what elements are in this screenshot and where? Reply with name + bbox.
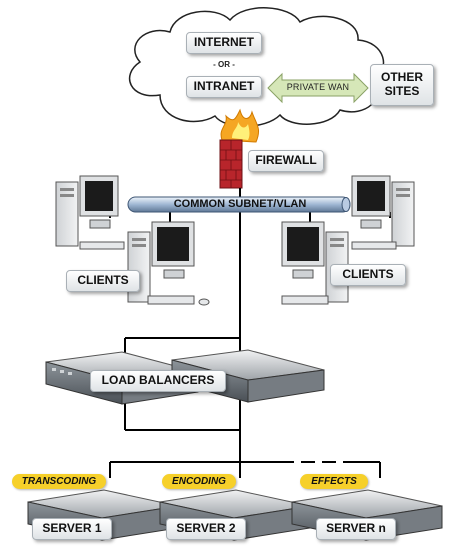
client-pc-left-rear xyxy=(55,175,140,252)
private-wan-arrow xyxy=(267,72,369,104)
server-1-label: SERVER 1 xyxy=(32,518,112,540)
private-wan-label: PRIVATE WAN xyxy=(286,82,350,92)
role-tag-effects: EFFECTS xyxy=(300,474,368,489)
other-sites-line-1: OTHER xyxy=(381,70,423,85)
clients-label-right: CLIENTS xyxy=(330,264,406,286)
other-sites-line-2: SITES xyxy=(384,84,420,98)
other-sites-label: OTHER SITES xyxy=(370,64,434,106)
server-n-label: SERVER n xyxy=(316,518,396,540)
cloud-shape xyxy=(129,7,385,128)
client-pc-right-rear xyxy=(351,175,415,250)
firewall-icon xyxy=(219,108,259,189)
load-balancers-label: LOAD BALANCERS xyxy=(90,370,226,392)
firewall-label: FIREWALL xyxy=(248,150,324,172)
role-tag-encoding: ENCODING xyxy=(162,474,236,489)
client-pc-right-front xyxy=(281,221,349,305)
subnet-label: COMMON SUBNET/VLAN xyxy=(173,198,307,210)
subnet-bus xyxy=(127,196,351,213)
internet-label: INTERNET xyxy=(186,32,262,54)
intranet-label: INTRANET xyxy=(186,76,262,98)
role-tag-transcoding: TRANSCODING xyxy=(12,474,106,489)
client-pc-left-front xyxy=(127,221,210,306)
clients-label-left: CLIENTS xyxy=(66,270,140,292)
or-separator: - OR - xyxy=(213,60,235,69)
server-2-label: SERVER 2 xyxy=(166,518,246,540)
